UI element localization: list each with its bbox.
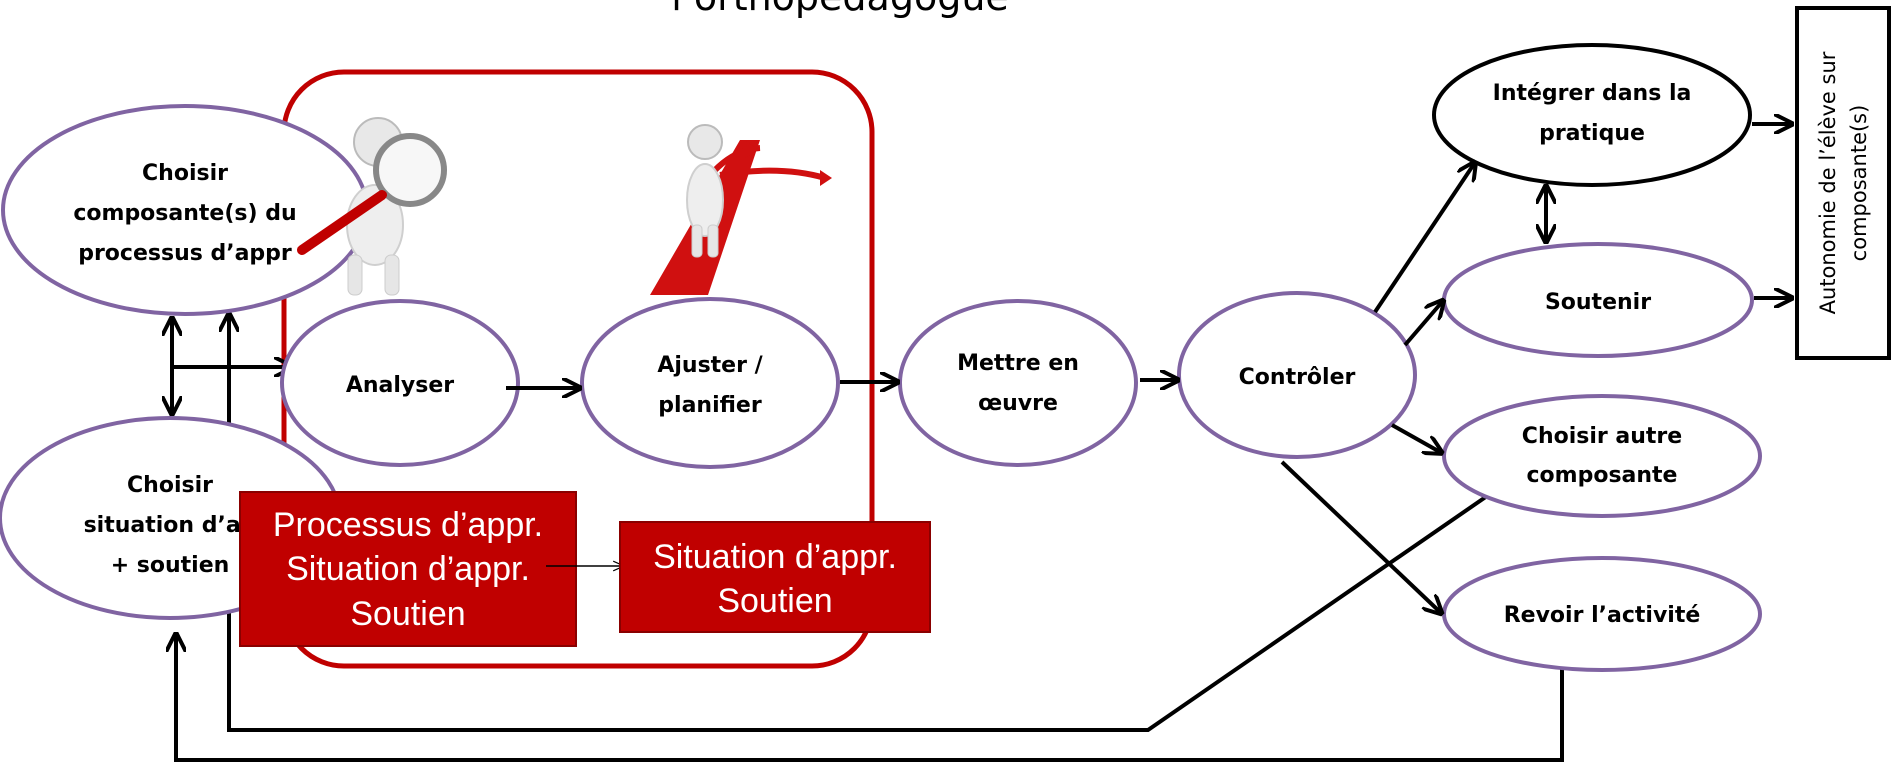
svg-text:Ajuster /: Ajuster / — [657, 353, 763, 378]
node-ajuster: Ajuster / planifier — [580, 297, 840, 469]
node-soutenir: Soutenir — [1442, 242, 1754, 358]
crossroads-figure-icon — [650, 124, 832, 295]
node-choisir-autre: Choisir autre composante — [1442, 394, 1762, 518]
svg-text:Autonomie de l’élève sur: Autonomie de l’élève sur — [1816, 51, 1840, 314]
svg-text:Mettre en: Mettre en — [957, 351, 1079, 376]
svg-text:Processus d’appr.: Processus d’appr. — [273, 506, 543, 544]
node-controler: Contrôler — [1177, 291, 1417, 459]
flow-arrows — [506, 124, 1790, 612]
node-integrer: Intégrer dans la pratique — [1432, 43, 1752, 187]
svg-text:Choisir autre: Choisir autre — [1522, 424, 1682, 449]
svg-text:composante(s): composante(s) — [1847, 105, 1871, 262]
diagram-title: l’orthopédagogue — [671, 0, 1009, 19]
svg-text:planifier: planifier — [658, 393, 762, 418]
svg-text:Soutenir: Soutenir — [1545, 290, 1651, 315]
svg-text:œuvre: œuvre — [978, 391, 1058, 416]
svg-text:Intégrer dans la: Intégrer dans la — [1493, 81, 1692, 106]
red-box-left: Processus d’appr. Situation d’appr. Sout… — [239, 491, 577, 647]
svg-text:processus d’appr: processus d’appr — [78, 241, 292, 266]
autonomy-box: Autonomie de l’élève sur composante(s) — [1795, 6, 1891, 360]
svg-text:Choisir: Choisir — [127, 473, 213, 498]
svg-text:composante(s) du: composante(s) du — [73, 201, 296, 226]
left-arrows — [172, 320, 290, 412]
svg-text:Situation d’appr.: Situation d’appr. — [286, 550, 530, 588]
svg-text:Situation d’appr.: Situation d’appr. — [653, 538, 897, 576]
magnifier-figure-icon — [297, 117, 447, 296]
svg-text:Soutien: Soutien — [350, 595, 465, 633]
svg-text:Choisir: Choisir — [142, 161, 228, 186]
svg-text:Revoir l’activité: Revoir l’activité — [1504, 603, 1701, 628]
svg-text:Contrôler: Contrôler — [1239, 365, 1356, 390]
svg-text:composante: composante — [1527, 463, 1678, 488]
svg-text:Soutien: Soutien — [717, 582, 832, 620]
svg-text:+ soutien: + soutien — [111, 553, 230, 578]
svg-text:situation d’ap: situation d’ap — [84, 513, 257, 538]
svg-text:pratique: pratique — [1539, 121, 1645, 146]
node-mettre-en-oeuvre: Mettre en œuvre — [898, 299, 1138, 467]
svg-text:Analyser: Analyser — [346, 373, 454, 398]
node-analyser: Analyser — [280, 299, 520, 467]
red-box-right: Situation d’appr. Soutien — [619, 521, 931, 633]
node-choisir-composante: Choisir composante(s) du processus d’app… — [1, 104, 369, 316]
node-revoir: Revoir l’activité — [1442, 556, 1762, 672]
